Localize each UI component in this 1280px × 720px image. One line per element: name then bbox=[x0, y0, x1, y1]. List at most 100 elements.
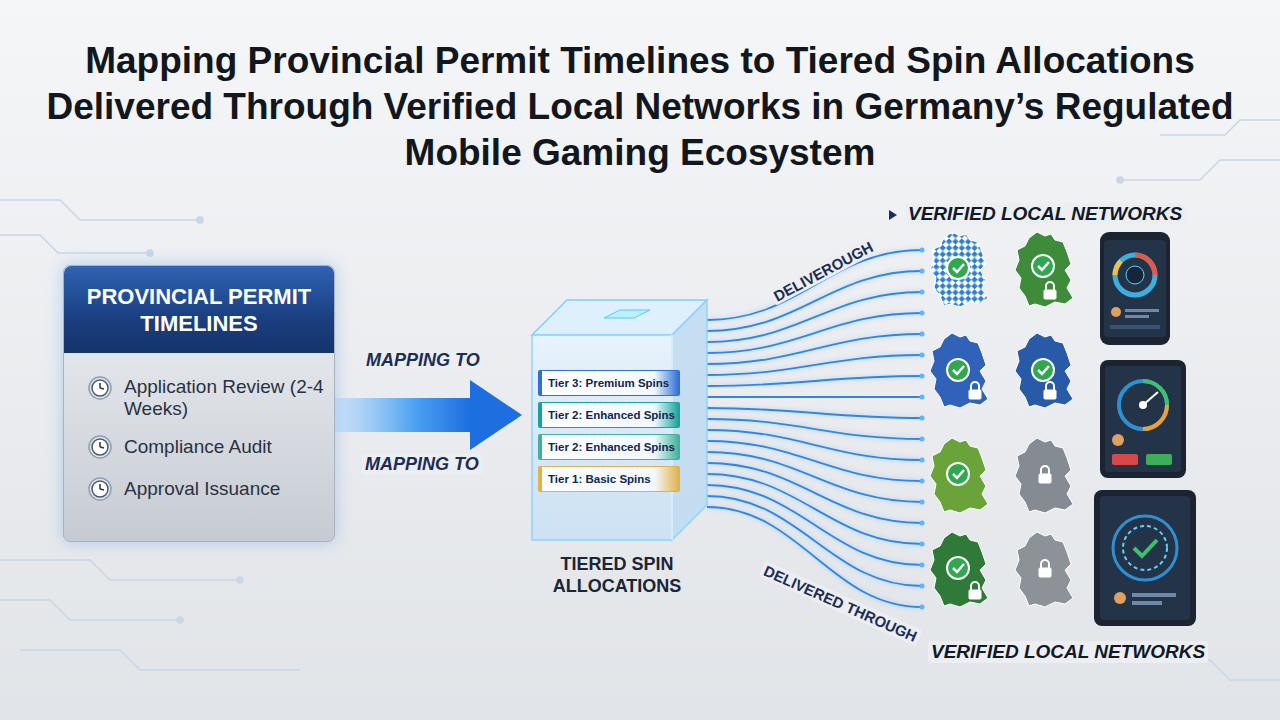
fiber-line bbox=[707, 376, 922, 386]
fiber-end bbox=[920, 332, 925, 337]
lock-icons bbox=[969, 282, 1056, 599]
tablet bbox=[1134, 540, 1157, 556]
lock-icons bbox=[1041, 466, 1049, 474]
fiber-end bbox=[920, 563, 925, 568]
fiber-end bbox=[920, 311, 925, 316]
phone bbox=[1110, 325, 1160, 329]
lock-icons bbox=[1041, 560, 1049, 568]
tablet bbox=[1094, 490, 1196, 626]
phone bbox=[1115, 261, 1121, 275]
small-arrow bbox=[889, 210, 897, 220]
circuit-lines bbox=[1117, 177, 1123, 183]
phone bbox=[1119, 381, 1167, 429]
circuit-lines bbox=[20, 650, 300, 670]
clock-icon bbox=[99, 484, 101, 489]
network-fibers bbox=[707, 248, 925, 610]
check-icons bbox=[1032, 359, 1054, 381]
fiber-line bbox=[707, 355, 922, 375]
map-green bbox=[930, 438, 988, 513]
fiber-end bbox=[920, 437, 925, 442]
map-blue bbox=[930, 333, 988, 408]
lock-icons bbox=[971, 382, 979, 390]
lock-icons bbox=[1039, 560, 1051, 577]
check-icons bbox=[953, 366, 964, 374]
phone bbox=[1126, 266, 1144, 284]
phone bbox=[1143, 405, 1167, 429]
fiber-end bbox=[920, 542, 925, 547]
check-icons bbox=[1032, 255, 1054, 277]
clock-icon bbox=[99, 442, 101, 447]
map-bavaria bbox=[930, 232, 988, 307]
fiber-end bbox=[920, 374, 925, 379]
fiber-line bbox=[707, 396, 922, 398]
circuit-lines bbox=[177, 617, 183, 623]
clock-icon bbox=[100, 447, 104, 448]
fiber-end bbox=[920, 353, 925, 358]
check-icons bbox=[947, 359, 969, 381]
phone bbox=[1100, 232, 1170, 345]
edge-label: MAPPING TO bbox=[363, 350, 483, 371]
timeline-step: Application Review (2-4 Weeks) bbox=[124, 376, 324, 420]
tablet bbox=[1132, 601, 1162, 605]
phone bbox=[1143, 381, 1167, 405]
phone bbox=[1146, 454, 1172, 465]
tier-cube: TIERED SPIN ALLOCATIONSTier 3: Premium S… bbox=[522, 290, 712, 610]
phone bbox=[1105, 366, 1181, 472]
map-grey bbox=[1015, 438, 1073, 513]
check-icons bbox=[953, 264, 964, 272]
tier-label: Tier 1: Basic Spins bbox=[542, 473, 651, 485]
fiber-glow bbox=[707, 485, 922, 565]
check-icons bbox=[947, 257, 969, 279]
timeline-step: Approval Issuance bbox=[124, 478, 324, 500]
arrow-label: MAPPING TO bbox=[362, 454, 482, 475]
map-green bbox=[930, 532, 988, 607]
phone bbox=[1111, 307, 1121, 317]
lock-icons bbox=[1046, 282, 1054, 290]
delivery-label: DELIVEROUGH bbox=[768, 237, 878, 306]
clock-icon bbox=[89, 436, 111, 458]
clock-icon bbox=[99, 383, 101, 388]
tablet bbox=[1132, 593, 1176, 597]
lock-icons bbox=[1044, 382, 1056, 399]
lock-icons bbox=[969, 390, 981, 399]
clock-icon bbox=[92, 481, 108, 497]
circuit-lines bbox=[1120, 660, 1280, 680]
diagram-title: Mapping Provincial Permit Timelines to T… bbox=[40, 38, 1240, 176]
fiber-end bbox=[920, 521, 925, 526]
tier-label: Tier 3: Premium Spins bbox=[542, 377, 669, 389]
check-icons bbox=[947, 255, 1054, 579]
check-icons bbox=[947, 257, 969, 279]
phone-devices bbox=[1094, 232, 1196, 626]
tablet bbox=[1114, 592, 1126, 604]
fiber-end bbox=[920, 479, 925, 484]
clock-icon bbox=[89, 377, 111, 399]
check-icons bbox=[1032, 255, 1054, 277]
lock-icons bbox=[1044, 390, 1056, 399]
clock-icon bbox=[89, 478, 111, 500]
circuit-lines bbox=[0, 200, 200, 220]
clock-icon bbox=[92, 439, 108, 455]
map-grey bbox=[1015, 532, 1073, 607]
clock-icon bbox=[92, 380, 108, 396]
phone bbox=[1115, 255, 1155, 295]
timeline-panel: PROVINCIAL PERMIT TIMELINESApplication R… bbox=[63, 265, 335, 542]
cube-glow-chip bbox=[604, 310, 650, 318]
lock-icons bbox=[971, 582, 979, 590]
clock-icon bbox=[100, 388, 104, 389]
fiber-line bbox=[707, 334, 922, 364]
tier-band: Tier 1: Basic Spins bbox=[538, 466, 680, 492]
check-icons bbox=[953, 470, 964, 478]
phone bbox=[1100, 232, 1170, 345]
fiber-glow bbox=[707, 408, 922, 418]
fiber-line bbox=[707, 485, 922, 565]
phone bbox=[1104, 240, 1166, 337]
check-icons bbox=[1038, 262, 1049, 270]
circuit-lines bbox=[0, 560, 240, 580]
lock-icons bbox=[1044, 282, 1056, 299]
lock-icons bbox=[1046, 382, 1054, 390]
lock-icons bbox=[1039, 466, 1051, 483]
arrow-head bbox=[470, 380, 522, 450]
fiber-line bbox=[707, 408, 922, 418]
phone bbox=[1125, 309, 1159, 312]
